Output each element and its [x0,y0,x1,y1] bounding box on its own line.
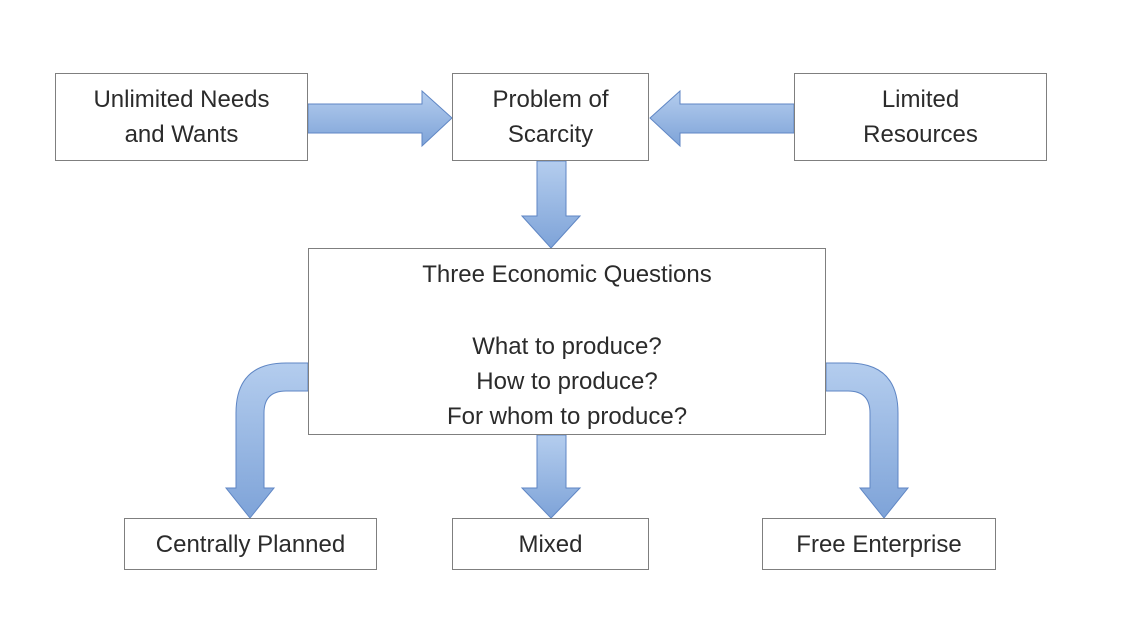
arrow-resources-to-scarcity [649,89,795,148]
mixed-box: Mixed [452,518,649,570]
questions-title: Three Economic Questions [422,261,712,288]
arrow-questions-to-central [224,362,309,519]
arrow-scarcity-to-questions [520,160,582,249]
limited-resources-box: Limited Resources [794,73,1047,161]
mixed-label: Mixed [518,530,583,558]
centrally-planned-label: Centrally Planned [155,530,346,558]
three-economic-questions-box: Three Economic Questions What to produce… [308,248,826,435]
question-what: What to produce? [472,333,662,360]
free-enterprise-label: Free Enterprise [796,530,962,558]
scarcity-line-2: Scarcity [507,121,594,148]
arrow-needs-to-scarcity [307,89,453,148]
scarcity-line-1: Problem of [492,86,609,113]
question-how: How to produce? [476,368,658,395]
needs-line-1: Unlimited Needs [93,86,270,113]
resources-line-2: Resources [863,121,978,148]
arrow-questions-to-free [825,362,910,519]
question-for-whom: For whom to produce? [446,403,688,430]
arrow-questions-to-mixed [520,434,582,519]
free-enterprise-box: Free Enterprise [762,518,996,570]
unlimited-needs-box: Unlimited Needs and Wants [55,73,308,161]
problem-of-scarcity-box: Problem of Scarcity [452,73,649,161]
resources-line-1: Limited [881,86,960,113]
needs-line-2: and Wants [124,121,239,148]
centrally-planned-box: Centrally Planned [124,518,377,570]
